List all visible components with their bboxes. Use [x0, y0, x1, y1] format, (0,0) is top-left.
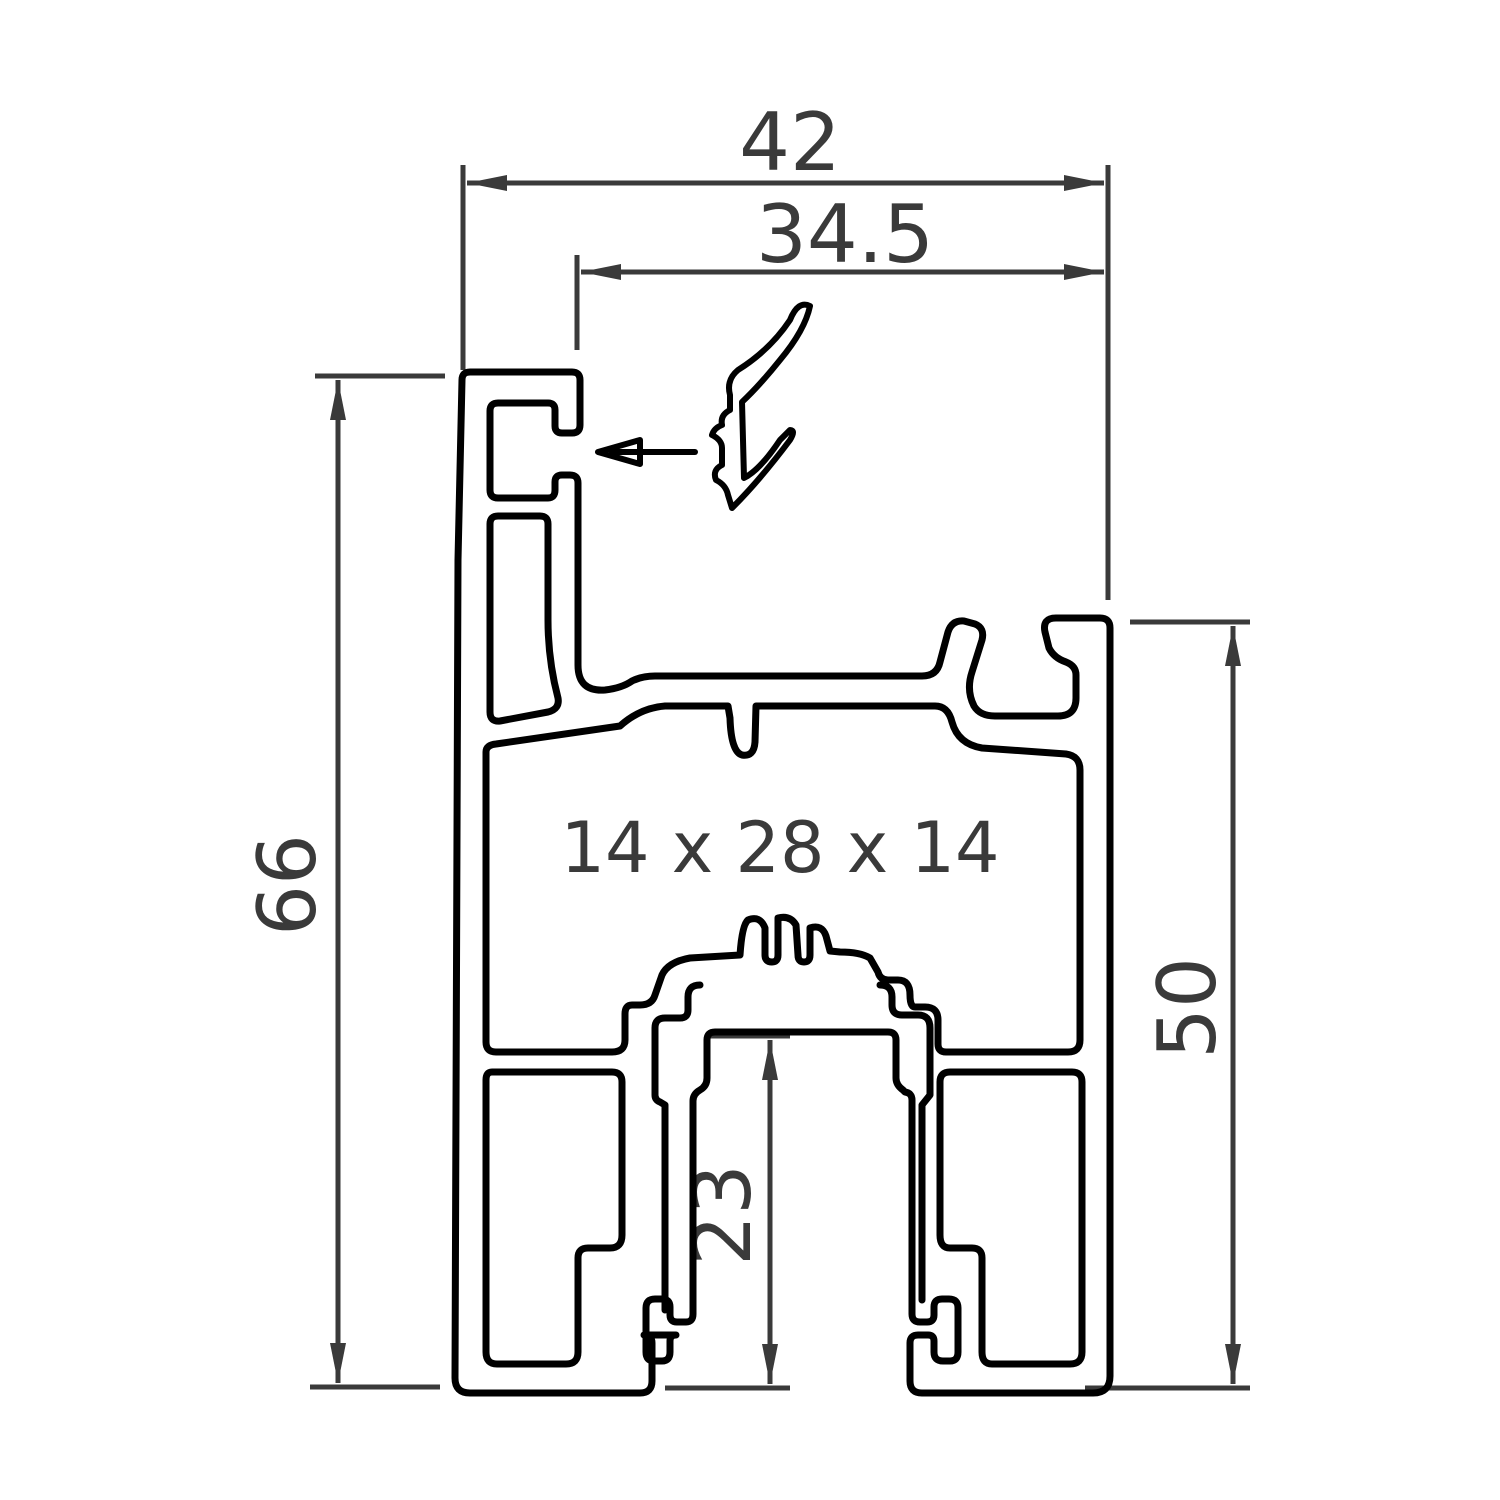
profile-outer-contour: [451, 368, 1114, 1397]
chamber-top-left-narrow: [486, 512, 562, 725]
gasket-outline: [709, 301, 813, 511]
dim-66-label: 66: [241, 834, 334, 936]
insertion-arrow: [595, 437, 698, 467]
dim-42-label: 42: [739, 96, 841, 189]
dim-34-5-label: 34.5: [756, 188, 934, 281]
dimension-lines: [310, 165, 1250, 1391]
aluminium-profile: [451, 368, 1114, 1397]
dim-50-label: 50: [1141, 957, 1234, 1059]
chamber-bottom-right: [936, 1068, 1086, 1368]
gasket-seal: [709, 301, 813, 511]
chamber-main: [482, 702, 1084, 1056]
chamber-bottom-left: [482, 1068, 626, 1368]
chamber-size-label: 14 x 28 x 14: [560, 807, 999, 889]
slot-inner-channel: [651, 981, 934, 1314]
